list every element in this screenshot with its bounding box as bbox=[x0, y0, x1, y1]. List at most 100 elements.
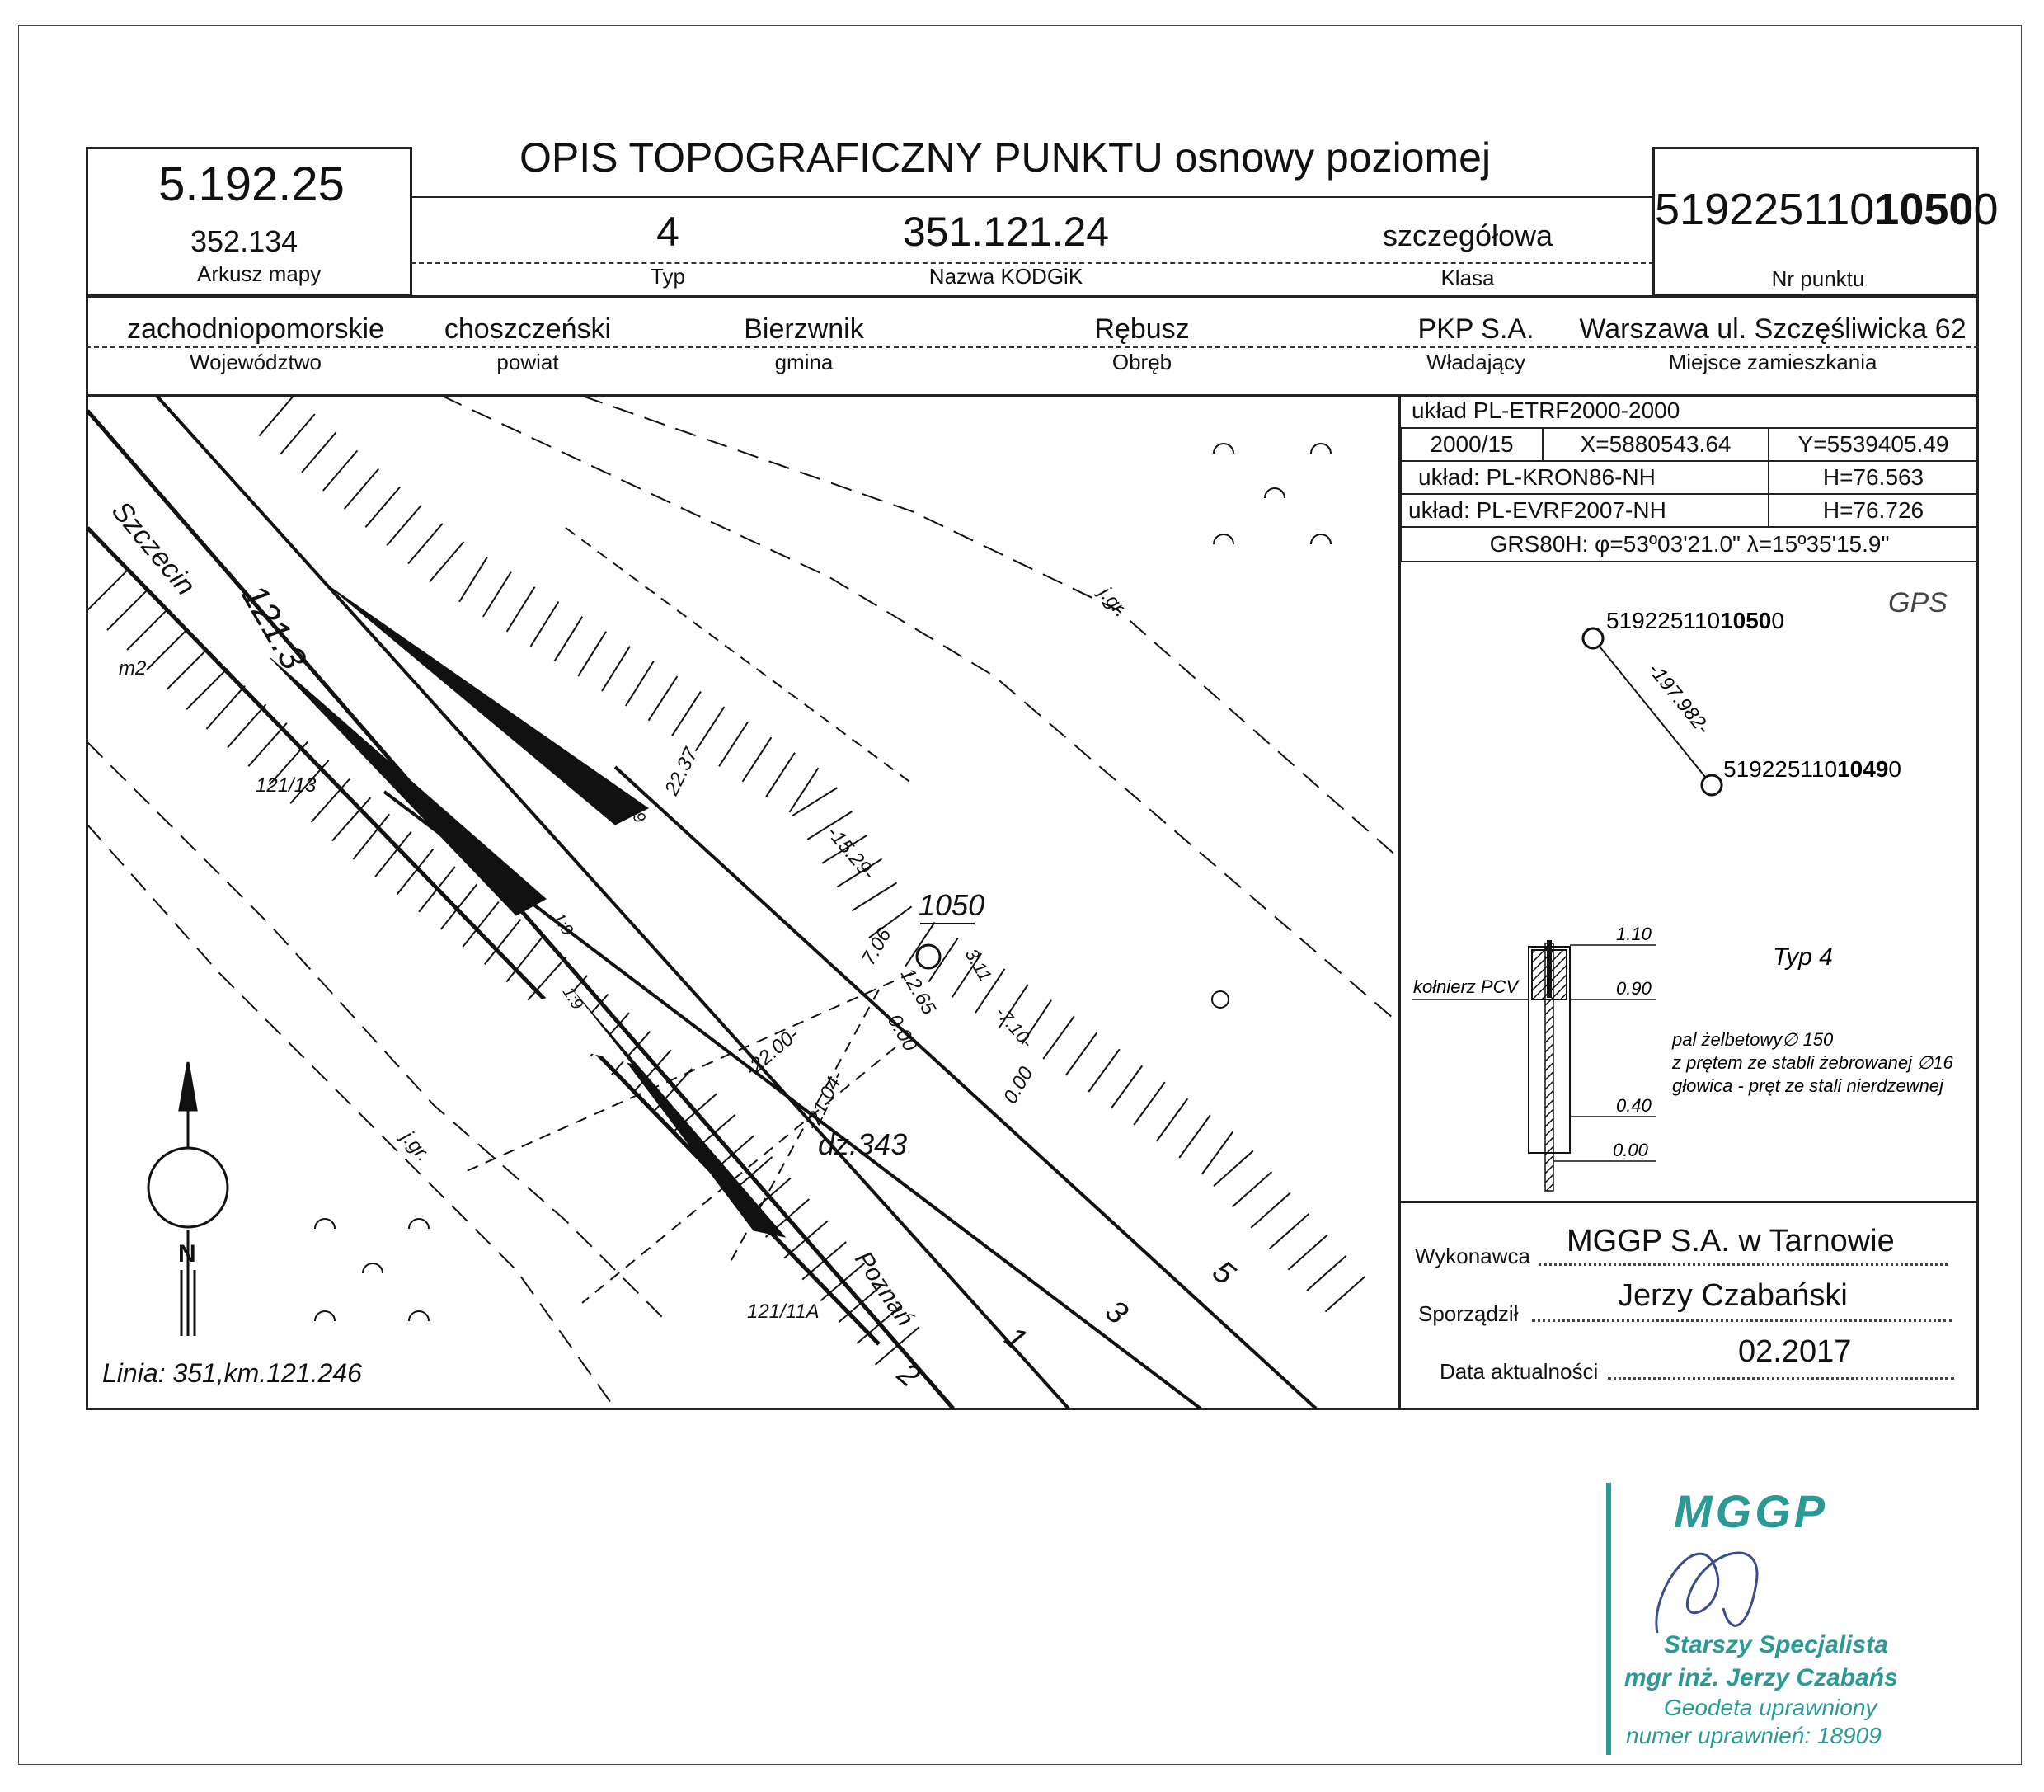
level-110: 1.10 bbox=[1616, 924, 1652, 944]
construction-desc-2: z prętem ze stabli żebrowanej ∅16 bbox=[1671, 1052, 1954, 1073]
map-track-5: 5 bbox=[1205, 1254, 1242, 1292]
flange-label: kołnierz PCV bbox=[1413, 976, 1520, 997]
measure-line-4 bbox=[730, 989, 880, 1263]
stamp-line-4: numer uprawnień: 18909 bbox=[1626, 1723, 1882, 1748]
point-number-suffix: 0 bbox=[1973, 185, 1999, 234]
measure-line-3 bbox=[466, 972, 913, 1172]
gps-label: GPS bbox=[1888, 587, 1948, 618]
document-title: OPIS TOPOGRAFICZNY PUNKTU osnowy poziome… bbox=[519, 134, 1492, 181]
county-value: choszczeński bbox=[444, 313, 612, 345]
construction-desc-3: głowica - pręt ze stali nierdzewnej bbox=[1672, 1075, 1944, 1096]
construction-type: Typ 4 bbox=[1773, 943, 1833, 971]
coord-system-2: układ: PL-KRON86-NH bbox=[1400, 460, 1769, 495]
embankment-hatch-upper bbox=[258, 396, 1366, 1313]
contractor-value: MGGP S.A. w Tarnowie bbox=[1567, 1224, 1895, 1258]
map-measure-311: 3.11 bbox=[961, 945, 996, 985]
map-track-2: 2 bbox=[890, 1356, 926, 1394]
point-label: Nr punktu bbox=[1771, 266, 1865, 291]
gps-point-1-label: 51922511010500 bbox=[1606, 608, 1784, 633]
commune-value: Bierzwnik bbox=[744, 313, 864, 345]
contractor-dots bbox=[1539, 1263, 1948, 1266]
address-value: Warszawa ul. Szczęśliwicka 62 bbox=[1579, 313, 1966, 345]
class-label: Klasa bbox=[1440, 266, 1495, 290]
map-measure-2104: -21.04- bbox=[801, 1067, 848, 1133]
voivodeship-label: Województwo bbox=[190, 350, 322, 374]
boundary-dashed-lower-2 bbox=[87, 824, 616, 1409]
date-dots bbox=[1608, 1377, 1954, 1380]
construction-diagram: kołnierz PCV 1.10 0.90 0.40 0.00 Typ 4 p… bbox=[1412, 924, 1954, 1192]
header-dashed-line bbox=[411, 262, 1654, 264]
vegetation-icons-upper bbox=[1211, 443, 1332, 1009]
page-frame bbox=[18, 25, 2022, 1765]
level-090: 0.90 bbox=[1616, 978, 1652, 999]
map-boundary-lower: j.gr. bbox=[395, 1125, 435, 1166]
topographic-map: Szczecin 121.3 m2 121/13 121/11A 1050 dz… bbox=[87, 396, 1398, 1409]
construction-desc-1: pal żelbetowy∅ 150 bbox=[1671, 1029, 1834, 1050]
stamp-border-icon bbox=[1606, 1483, 1611, 1755]
map-direction-left: Szczecin bbox=[106, 496, 202, 602]
vegetation-icons-lower bbox=[314, 1218, 430, 1322]
map-track-3: 3 bbox=[1098, 1294, 1134, 1332]
author-dots bbox=[1532, 1319, 1952, 1322]
measure-line-1 bbox=[565, 527, 913, 784]
coord-system-3: układ: PL-EVRF2007-NH bbox=[1400, 493, 1769, 528]
voivodeship-value: zachodniopomorskie bbox=[127, 313, 384, 345]
track-5-line bbox=[613, 765, 1318, 1409]
map-measure-710: -7.10- bbox=[991, 1002, 1037, 1051]
map-measure-2237: 22.37 bbox=[660, 743, 703, 799]
coord-x: X=5880543.64 bbox=[1542, 427, 1769, 462]
map-north-label: N bbox=[178, 1240, 196, 1268]
point-number: 51922511010500 bbox=[1655, 185, 1998, 234]
embankment-hatch-lower bbox=[87, 568, 920, 1366]
type-label: Typ bbox=[651, 264, 685, 289]
map-parcel: dz.343 bbox=[818, 1127, 907, 1161]
sheet-number: 5.192.25 bbox=[158, 158, 345, 211]
map-measure-706: 7.06 bbox=[858, 924, 896, 969]
switch-wedge-3 bbox=[571, 989, 787, 1238]
precinct-label: Obręb bbox=[1111, 350, 1172, 374]
panel-divider bbox=[1398, 394, 1401, 1410]
coord-h1: H=76.563 bbox=[1768, 460, 1979, 495]
map-label-121-11a: 121/11A bbox=[747, 1300, 820, 1323]
switch-wedge-1 bbox=[327, 585, 649, 825]
measure-line-2 bbox=[581, 1047, 896, 1304]
gps-vector-line bbox=[1599, 646, 1706, 778]
stamp-line-3: Geodeta uprawniony bbox=[1664, 1695, 1878, 1720]
point-number-prefix: 519225110 bbox=[1655, 185, 1875, 234]
kodgik-value: 351.121.24 bbox=[902, 209, 1110, 255]
date-label: Data aktualności bbox=[1440, 1359, 1599, 1384]
class-value: szczegółowa bbox=[1382, 219, 1553, 252]
map-point-label: 1050 bbox=[919, 888, 984, 922]
survey-point-icon bbox=[915, 943, 942, 970]
coord-h2: H=76.726 bbox=[1768, 493, 1979, 528]
title-underline bbox=[411, 196, 1654, 198]
sheet-box: 5.192.25 352.134 Arkusz mapy bbox=[86, 147, 412, 297]
map-label-121-13: 121/13 bbox=[256, 774, 317, 797]
date-value: 02.2017 bbox=[1738, 1334, 1852, 1369]
precinct-value: Rębusz bbox=[1094, 313, 1190, 345]
level-040: 0.40 bbox=[1616, 1095, 1652, 1116]
map-km-marker: 121.3 bbox=[233, 578, 314, 677]
commune-label: gmina bbox=[774, 350, 834, 374]
map-measure-1529: -15.29- bbox=[822, 822, 880, 885]
county-label: powiat bbox=[496, 350, 559, 374]
boundary-dashed-upper bbox=[441, 396, 1398, 1023]
gps-point-1-icon bbox=[1581, 627, 1605, 650]
gps-point-2-label: 51922511010490 bbox=[1723, 756, 1901, 782]
stamp-line-1: Starszy Specjalista bbox=[1664, 1631, 1888, 1658]
gps-diagram: GPS 51922511010500 51922511010490 -197.9… bbox=[1581, 587, 1948, 797]
location-dashed-line bbox=[86, 346, 1979, 348]
type-value: 4 bbox=[656, 209, 679, 255]
north-arrow-icon bbox=[147, 1061, 229, 1336]
map-mark-m2: m2 bbox=[119, 657, 146, 680]
author-label: Sporządził bbox=[1418, 1301, 1519, 1326]
map-boundary-upper: j.gr. bbox=[1092, 581, 1132, 622]
sheet-sub-number: 352.134 bbox=[190, 224, 298, 258]
map-measure-2200: -22.00- bbox=[741, 1023, 804, 1081]
level-000: 0.00 bbox=[1613, 1140, 1649, 1160]
certification-stamp: MGGP Starszy Specjalista mgr inż. Jerzy … bbox=[1606, 1483, 1896, 1755]
coord-y: Y=5539405.49 bbox=[1768, 427, 1979, 462]
coord-grs: GRS80H: φ=53º03'21.0" λ=15º35'15.9" bbox=[1400, 526, 1979, 562]
boundary-dashed-upper-2 bbox=[581, 396, 1398, 858]
kodgik-label: Nazwa KODGiK bbox=[928, 264, 1083, 289]
